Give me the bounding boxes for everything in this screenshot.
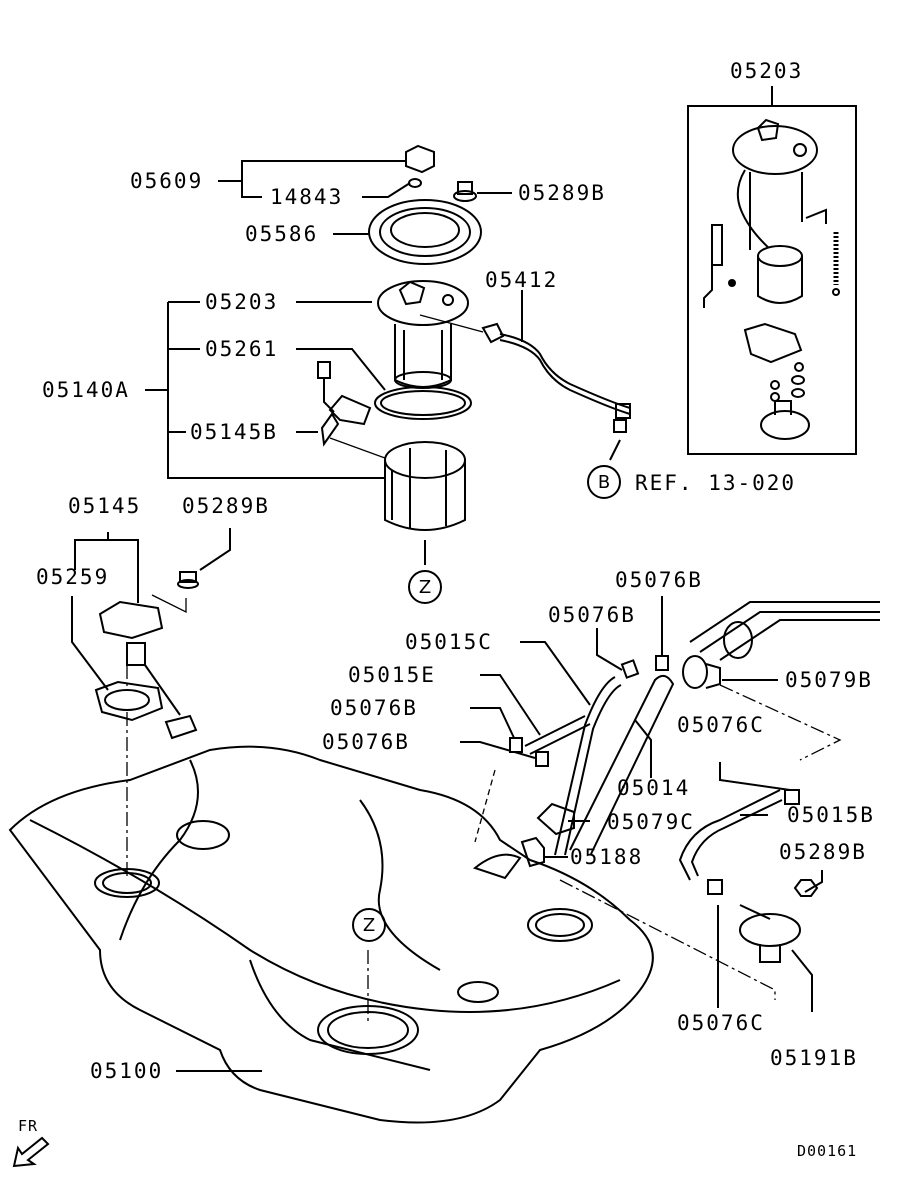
callout-z-tank: Z bbox=[352, 908, 386, 942]
drawing-id: D00161 bbox=[797, 1142, 858, 1160]
direction-label: FR bbox=[18, 1117, 39, 1135]
label-05015B: 05015B bbox=[787, 803, 875, 827]
label-05289B-left: 05289B bbox=[182, 494, 270, 518]
label-05015E: 05015E bbox=[348, 663, 436, 687]
label-14843: 14843 bbox=[270, 185, 344, 209]
label-05289B-right: 05289B bbox=[779, 840, 867, 864]
reference-text: REF. 13-020 bbox=[635, 471, 797, 495]
leader-lines-top bbox=[145, 160, 621, 565]
label-05079C: 05079C bbox=[607, 810, 695, 834]
gasket-05586 bbox=[368, 199, 482, 265]
label-05412: 05412 bbox=[485, 268, 559, 292]
tube-05412 bbox=[481, 322, 631, 433]
label-05145B: 05145B bbox=[190, 420, 278, 444]
label-05076C-a: 05076C bbox=[677, 713, 765, 737]
sender-05145-group bbox=[71, 528, 231, 880]
fuel-tank-05100 bbox=[8, 745, 654, 1124]
pump-05203 bbox=[374, 280, 472, 420]
label-05259: 05259 bbox=[36, 565, 110, 589]
label-05076C-b: 05076C bbox=[677, 1011, 765, 1035]
label-05261: 05261 bbox=[205, 337, 279, 361]
label-05140A: 05140A bbox=[42, 378, 130, 402]
label-05076B-c: 05076B bbox=[330, 696, 418, 720]
callout-b: B bbox=[587, 465, 621, 499]
label-05188: 05188 bbox=[570, 845, 644, 869]
label-05079B: 05079B bbox=[785, 668, 873, 692]
label-05076B-a: 05076B bbox=[615, 568, 703, 592]
label-05100: 05100 bbox=[90, 1059, 164, 1083]
callout-z-canister: Z bbox=[408, 570, 442, 604]
connector-14843-parts bbox=[405, 144, 477, 202]
hoses-group bbox=[460, 596, 880, 1012]
label-05203: 05203 bbox=[205, 290, 279, 314]
label-05191B: 05191B bbox=[770, 1046, 858, 1070]
sender-05145B bbox=[317, 361, 372, 447]
label-05076B-b: 05076B bbox=[548, 603, 636, 627]
label-05014: 05014 bbox=[617, 776, 691, 800]
detail-box-05203 bbox=[687, 86, 857, 455]
label-05015C: 05015C bbox=[405, 630, 493, 654]
front-arrow-icon bbox=[12, 1136, 50, 1168]
label-05289B-top: 05289B bbox=[518, 181, 606, 205]
label-05076B-d: 05076B bbox=[322, 730, 410, 754]
canister bbox=[384, 441, 466, 531]
label-05586: 05586 bbox=[245, 222, 319, 246]
label-05145: 05145 bbox=[68, 494, 142, 518]
label-05203-detail: 05203 bbox=[730, 59, 804, 83]
label-05609: 05609 bbox=[130, 169, 204, 193]
